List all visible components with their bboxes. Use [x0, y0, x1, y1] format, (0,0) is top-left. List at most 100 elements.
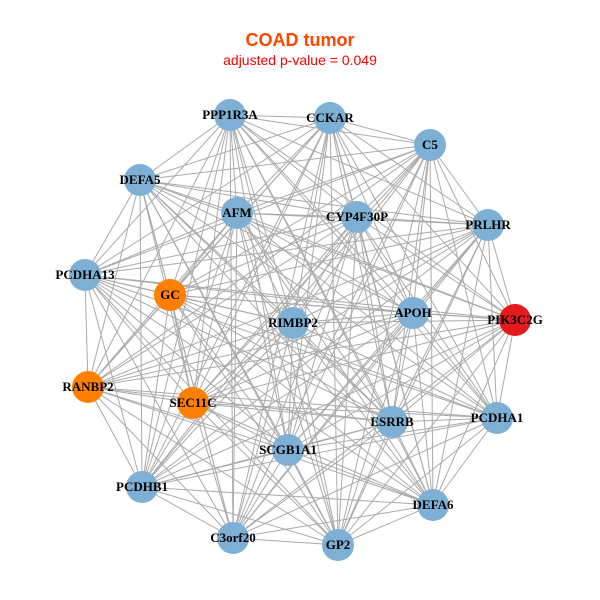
node-label: PCDHA13 [55, 267, 115, 282]
node-label: PRLHR [465, 217, 511, 232]
node-circle [277, 307, 309, 339]
edge [192, 402, 498, 419]
node-circle [417, 489, 449, 521]
node-gc[interactable]: GC [154, 279, 186, 311]
edge [169, 216, 358, 296]
node-circle [272, 434, 304, 466]
edge [236, 117, 331, 214]
edge [232, 312, 414, 539]
edge [229, 114, 434, 506]
edge [337, 312, 414, 546]
node-ppp1r3a[interactable]: PPP1R3A [202, 99, 258, 131]
edge [84, 144, 431, 276]
edge [169, 294, 289, 451]
edge [141, 212, 238, 488]
node-label: CCKAR [306, 110, 354, 125]
edge [169, 294, 194, 404]
edge [141, 486, 339, 546]
edge [192, 402, 393, 423]
node-pcdha1[interactable]: PCDHA1 [471, 402, 524, 434]
edge [141, 224, 489, 488]
edge [287, 319, 516, 451]
edge [84, 212, 238, 276]
node-pcdha13[interactable]: PCDHA13 [55, 259, 115, 291]
edge [192, 402, 234, 539]
edge [232, 417, 498, 539]
edge [87, 319, 516, 388]
edge [432, 417, 498, 506]
node-circle [472, 209, 504, 241]
edge [84, 179, 141, 276]
edge [429, 144, 498, 419]
node-c3orf20[interactable]: C3orf20 [210, 522, 256, 554]
edge [337, 216, 358, 546]
edge [169, 294, 393, 423]
edge [141, 402, 194, 488]
edge [87, 386, 194, 404]
edge [236, 212, 414, 314]
edge [391, 224, 489, 423]
edge [337, 224, 489, 546]
edge [169, 144, 431, 296]
node-ranbp2[interactable]: RANBP2 [62, 371, 114, 403]
edge [329, 117, 431, 146]
node-prlhr[interactable]: PRLHR [465, 209, 511, 241]
edge [232, 144, 431, 539]
edge [192, 216, 358, 404]
chart-title: COAD tumor [245, 30, 355, 50]
node-afm[interactable]: AFM [221, 197, 253, 229]
edge [292, 322, 393, 423]
node-esrrb[interactable]: ESRRB [370, 406, 414, 438]
edge [412, 312, 516, 321]
edge [337, 504, 434, 546]
node-pcdhb1[interactable]: PCDHB1 [116, 471, 168, 503]
edge [141, 486, 434, 506]
node-cyp4f30p[interactable]: CYP4F30P [326, 201, 388, 233]
node-defa6[interactable]: DEFA6 [413, 489, 454, 521]
node-label: GP2 [326, 537, 351, 552]
edge [87, 386, 393, 423]
edge [141, 486, 234, 539]
edge [356, 216, 414, 314]
node-circle [322, 529, 354, 561]
edge [337, 319, 516, 546]
edge [87, 386, 143, 488]
node-label: APOH [394, 305, 432, 320]
edge [139, 144, 431, 181]
edge [139, 179, 489, 226]
node-cckar[interactable]: CCKAR [306, 102, 354, 134]
edge [84, 274, 89, 388]
node-sec11c[interactable]: SEC11C [170, 387, 217, 419]
edge [141, 417, 498, 488]
edge [139, 179, 358, 218]
node-gp2[interactable]: GP2 [322, 529, 354, 561]
edge [192, 402, 339, 546]
edge [84, 274, 194, 404]
node-label: RIMBP2 [268, 315, 318, 330]
edge [412, 144, 431, 314]
node-circle [376, 406, 408, 438]
edge [87, 179, 141, 388]
node-label: GC [160, 287, 180, 302]
edge [139, 114, 231, 181]
edge [236, 212, 434, 506]
edge [429, 144, 489, 226]
node-label: DEFA5 [120, 172, 161, 187]
node-apoh[interactable]: APOH [394, 297, 432, 329]
edge [192, 402, 289, 451]
edge [329, 117, 393, 423]
edge [87, 386, 289, 451]
node-circle [69, 259, 101, 291]
node-rimbp2[interactable]: RIMBP2 [268, 307, 318, 339]
node-c5[interactable]: C5 [414, 129, 446, 161]
edge [236, 212, 289, 451]
edge [141, 319, 516, 488]
node-defa5[interactable]: DEFA5 [120, 164, 161, 196]
edge [232, 537, 339, 546]
node-pik3c2g[interactable]: PIK3C2G [487, 304, 543, 336]
edge [236, 212, 294, 324]
node-scgb1a1[interactable]: SCGB1A1 [259, 434, 317, 466]
